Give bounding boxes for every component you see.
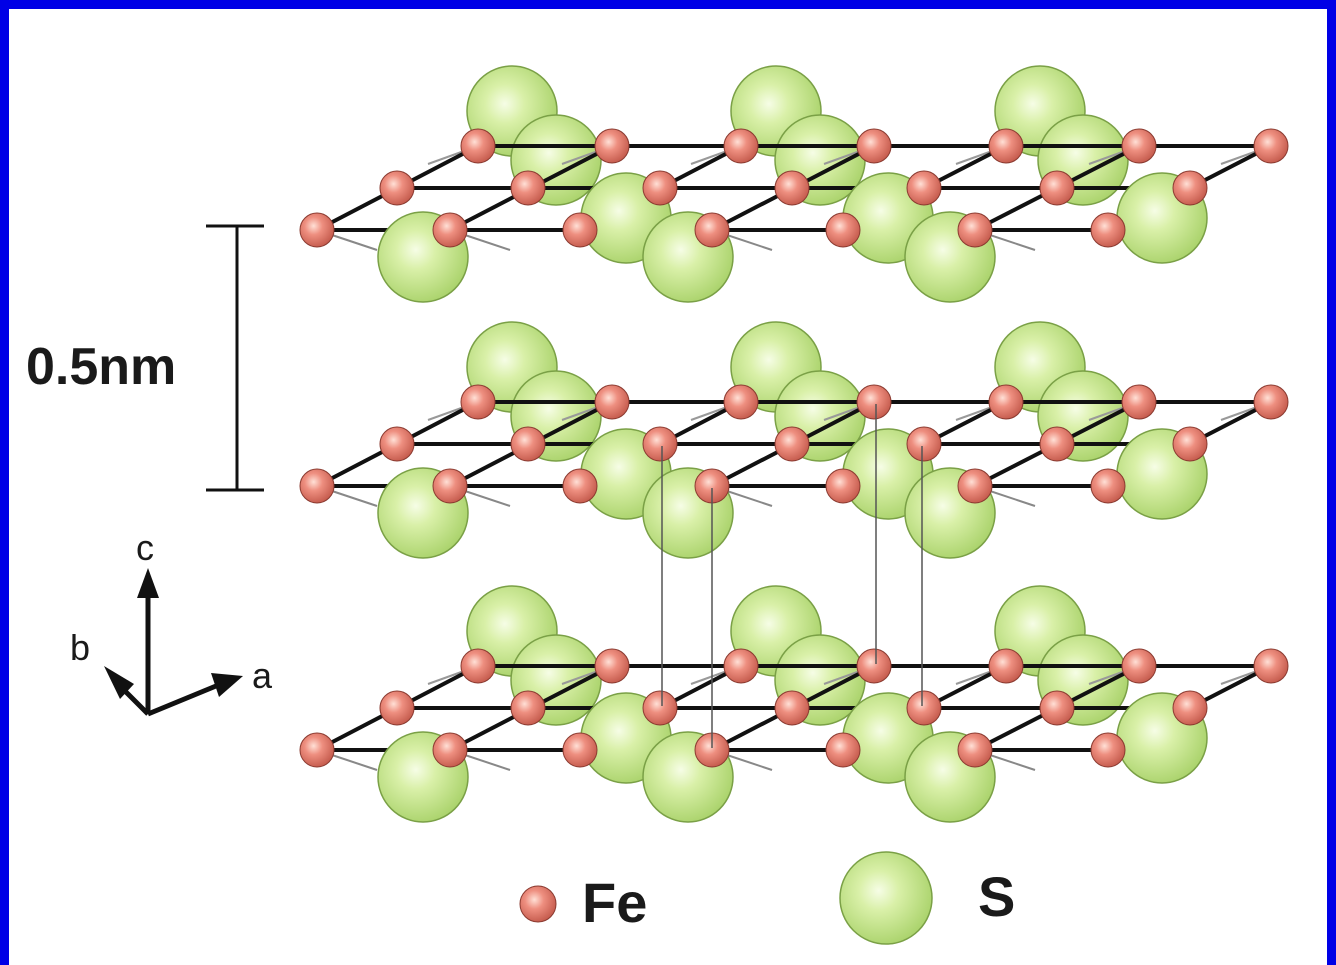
fe-atom	[906, 426, 942, 462]
fe-atom	[299, 732, 335, 768]
legend-s-label: S	[978, 865, 1015, 928]
fe-atom	[957, 468, 993, 504]
atom-layers	[299, 65, 1289, 823]
crystal-axes: c b a	[70, 527, 273, 717]
fe-atom	[957, 212, 993, 248]
fe-atom	[1039, 170, 1075, 206]
fe-atom	[906, 690, 942, 726]
fe-atom	[460, 384, 496, 420]
fe-atom	[1121, 648, 1157, 684]
fe-atom	[856, 384, 892, 420]
fe-atom	[825, 732, 861, 768]
fe-atom	[562, 468, 598, 504]
axis-c-arrowhead	[137, 568, 159, 598]
fe-atom	[510, 690, 546, 726]
axis-b-label: b	[70, 627, 90, 668]
fe-atom	[594, 128, 630, 164]
axis-a-arrowhead	[211, 673, 243, 697]
fe-atom	[1253, 384, 1289, 420]
axis-c-label: c	[136, 527, 154, 568]
fe-atom	[510, 426, 546, 462]
fe-atom	[723, 648, 759, 684]
axis-b-line	[120, 686, 150, 716]
fe-atom	[1039, 690, 1075, 726]
fe-atom	[1253, 128, 1289, 164]
fe-atom	[562, 212, 598, 248]
legend: Fe S	[519, 851, 1015, 945]
fe-atom	[825, 468, 861, 504]
fe-atom	[299, 212, 335, 248]
fe-atom	[825, 212, 861, 248]
fe-atom	[562, 732, 598, 768]
fe-atom	[1253, 648, 1289, 684]
fe-atom	[1121, 384, 1157, 420]
scale-bar-label: 0.5nm	[26, 338, 176, 396]
fe-atom	[1039, 426, 1075, 462]
fe-atom	[906, 170, 942, 206]
fe-atom	[432, 212, 468, 248]
legend-s-atom-icon	[839, 851, 933, 945]
fe-atom	[694, 212, 730, 248]
fe-atom	[642, 690, 678, 726]
fe-atom	[774, 170, 810, 206]
fe-atom	[460, 128, 496, 164]
fe-atom	[988, 648, 1024, 684]
legend-fe-label: Fe	[582, 871, 647, 934]
unit-cell-lines	[661, 404, 923, 748]
fe-atom	[379, 170, 415, 206]
fe-atom	[774, 690, 810, 726]
fe-atom	[432, 468, 468, 504]
fe-atom	[957, 732, 993, 768]
fe-atom	[642, 170, 678, 206]
fe-atom	[510, 170, 546, 206]
fe-atom	[432, 732, 468, 768]
fe-atom	[594, 384, 630, 420]
atom-layer-1	[299, 65, 1289, 303]
fe-atom	[379, 426, 415, 462]
fe-atom	[1121, 128, 1157, 164]
fe-atom	[1090, 212, 1126, 248]
fe-atom	[774, 426, 810, 462]
fe-atom	[856, 648, 892, 684]
atom-layer-3	[299, 585, 1289, 823]
fe-atom	[299, 468, 335, 504]
fe-atom	[1090, 732, 1126, 768]
axis-a-line	[147, 683, 217, 717]
fe-atom	[379, 690, 415, 726]
fe-atom	[594, 648, 630, 684]
fe-atom	[460, 648, 496, 684]
fe-atom	[1172, 426, 1208, 462]
axis-a-label: a	[252, 655, 273, 696]
legend-fe-atom-icon	[519, 885, 557, 923]
fe-atom	[856, 128, 892, 164]
fe-atom	[723, 128, 759, 164]
fe-atom	[1090, 468, 1126, 504]
fe-atom	[988, 128, 1024, 164]
scale-bar: 0.5nm	[26, 224, 264, 492]
fe-atom	[723, 384, 759, 420]
atom-layer-2	[299, 321, 1289, 559]
fe-atom	[1172, 170, 1208, 206]
axis-b-arrowhead	[104, 666, 134, 699]
fe-atom	[988, 384, 1024, 420]
fe-atom	[642, 426, 678, 462]
fe-atom	[1172, 690, 1208, 726]
